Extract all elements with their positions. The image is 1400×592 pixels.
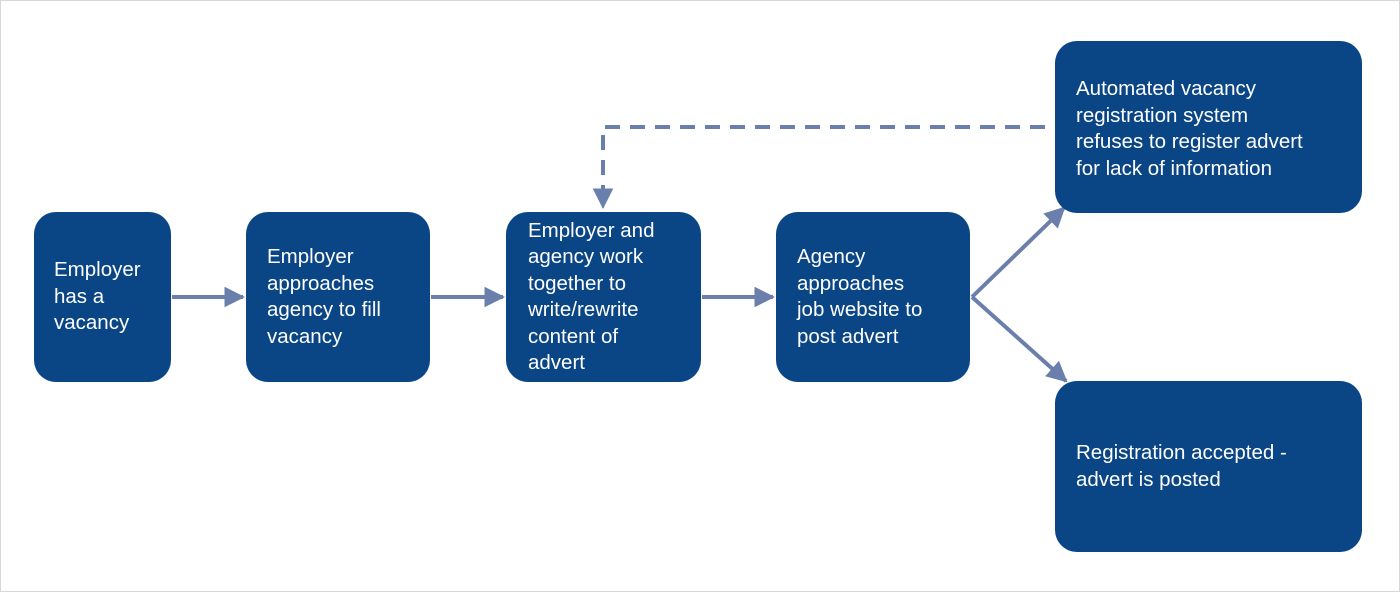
node-label: Registration accepted - advert is posted <box>1076 441 1287 491</box>
node-registration-refused: Automated vacancy registration system re… <box>1055 41 1362 213</box>
node-label: Agency approaches job website to post ad… <box>797 245 923 348</box>
node-employer-has-vacancy: Employer has a vacancy <box>34 212 171 382</box>
node-label: Employer has a vacancy <box>54 258 141 335</box>
node-employer-approaches-agency: Employer approaches agency to fill vacan… <box>246 212 430 382</box>
arrow-website-to-accepted <box>970 295 1068 383</box>
node-write-advert-content: Employer and agency work together to wri… <box>506 212 701 382</box>
dashed-arrow-refused-to-write <box>592 125 1045 210</box>
node-label: Employer and agency work together to wri… <box>528 218 655 375</box>
node-registration-accepted: Registration accepted - advert is posted <box>1055 381 1362 552</box>
node-label: Employer approaches agency to fill vacan… <box>267 245 381 348</box>
arrow-website-to-refused <box>970 206 1066 299</box>
node-label: Automated vacancy registration system re… <box>1076 77 1303 180</box>
node-agency-approaches-website: Agency approaches job website to post ad… <box>776 212 970 382</box>
